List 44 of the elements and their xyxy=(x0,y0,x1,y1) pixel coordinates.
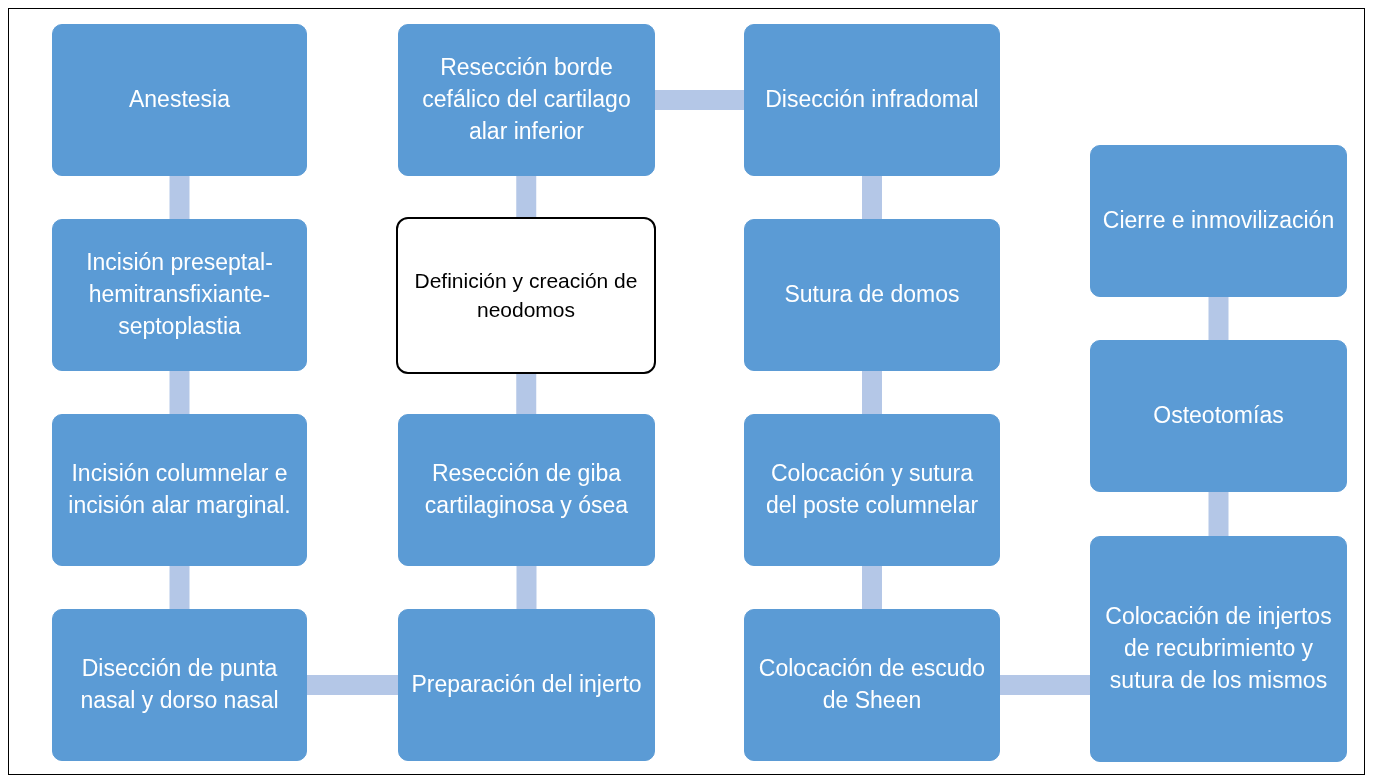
step-box xyxy=(744,24,1000,176)
step-box xyxy=(52,219,307,371)
step-box xyxy=(744,414,1000,566)
step-label: Disección de punta nasal y dorso nasal xyxy=(79,654,280,715)
step-box xyxy=(1090,536,1347,762)
step-label: Colocación de injertos de recubrimiento y sutura de los mismos xyxy=(1104,602,1333,695)
connector-bar xyxy=(1208,492,1229,536)
step-box xyxy=(52,609,307,761)
step-box xyxy=(52,24,307,176)
step-label: Cierre e inmovilización xyxy=(1102,206,1335,236)
connector-bar xyxy=(1208,297,1229,340)
connector-bar xyxy=(169,176,190,219)
connector-bar xyxy=(862,371,882,414)
connector-bar xyxy=(169,566,190,609)
step-label: Resección borde cefálico del cartilago alar inferior xyxy=(421,53,632,146)
connector-bar xyxy=(516,176,537,217)
step-box xyxy=(1090,340,1347,492)
connector-bar xyxy=(169,371,190,414)
step-box xyxy=(398,414,655,566)
step-box xyxy=(398,24,655,176)
step-box xyxy=(744,219,1000,371)
step-label: Definición y creación de neodomos xyxy=(413,267,639,323)
connector-bar xyxy=(307,675,398,695)
connector-bar xyxy=(655,90,744,110)
step-label: Osteotomías xyxy=(1153,401,1284,431)
connector-bar xyxy=(516,566,537,609)
step-box xyxy=(398,609,655,761)
step-label: Incisión columnelar e incisión alar marginal. xyxy=(67,459,292,520)
step-label: Sutura de domos xyxy=(784,280,960,310)
step-box xyxy=(744,609,1000,761)
connector-bar xyxy=(516,374,537,414)
highlighted-step-box xyxy=(396,217,656,374)
connector-bar xyxy=(862,176,882,219)
step-label: Anestesia xyxy=(129,85,230,115)
step-box xyxy=(52,414,307,566)
connector-bar xyxy=(1000,675,1090,695)
step-label: Disección infradomal xyxy=(765,85,979,115)
step-label: Colocación y sutura del poste columnelar xyxy=(764,459,980,520)
step-label: Resección de giba cartilaginosa y ósea xyxy=(423,459,630,520)
connector-bar xyxy=(862,566,882,609)
step-label: Incisión preseptal-hemitransfixiante-septoplastia xyxy=(85,248,274,341)
step-label: Preparación del injerto xyxy=(411,670,642,700)
step-box xyxy=(1090,145,1347,297)
step-label: Colocación de escudo de Sheen xyxy=(757,654,987,715)
